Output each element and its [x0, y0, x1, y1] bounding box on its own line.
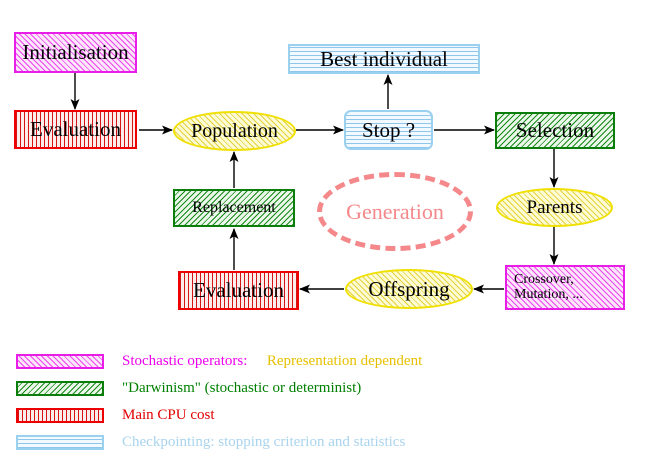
- node-crossover-mutation[interactable]: Crossover, Mutation, ...: [505, 265, 625, 310]
- node-generation: Generation: [317, 172, 473, 251]
- legend-row-darwinism: "Darwinism" (stochastic or determinist): [16, 377, 361, 399]
- legend-row-checkpointing: Checkpointing: stopping criterion and st…: [16, 431, 405, 453]
- legend-label-checkpointing: Checkpointing: stopping criterion and st…: [122, 433, 406, 450]
- legend-label-darwinism: "Darwinism" (stochastic or determinist): [122, 379, 362, 396]
- legend-swatch-green: [16, 380, 104, 396]
- node-initialisation-label: Initialisation: [22, 40, 129, 65]
- legend-label-stochastic: Stochastic operators:: [122, 352, 248, 369]
- node-stop-label: Stop ?: [361, 117, 416, 142]
- node-population-label: Population: [191, 119, 278, 142]
- node-best-individual[interactable]: Best individual: [288, 44, 480, 74]
- legend-swatch-magenta: [16, 353, 104, 369]
- node-evaluation-bottom-label: Evaluation: [193, 278, 284, 303]
- node-offspring-label: Offspring: [368, 276, 450, 301]
- legend-swatch-red: [16, 407, 104, 423]
- node-stop[interactable]: Stop ?: [344, 110, 433, 150]
- node-population[interactable]: Population: [173, 111, 296, 151]
- node-evaluation-top[interactable]: Evaluation: [14, 110, 137, 149]
- node-replacement[interactable]: Replacement: [173, 189, 295, 227]
- node-parents[interactable]: Parents: [496, 188, 613, 227]
- legend-row-cpu: Main CPU cost: [16, 404, 215, 426]
- node-best-individual-label: Best individual: [320, 46, 448, 71]
- node-replacement-label: Replacement: [192, 198, 276, 216]
- node-crossover-line2: Mutation, ...: [514, 286, 583, 302]
- node-offspring[interactable]: Offspring: [345, 269, 473, 309]
- node-evaluation-bottom[interactable]: Evaluation: [178, 271, 299, 310]
- node-initialisation[interactable]: Initialisation: [14, 32, 137, 73]
- node-crossover-line1: Crossover,: [514, 271, 574, 287]
- node-selection[interactable]: Selection: [495, 112, 615, 149]
- node-generation-label: Generation: [346, 198, 444, 224]
- legend: Stochastic operators: Representation dep…: [0, 340, 670, 465]
- node-parents-label: Parents: [526, 196, 583, 218]
- node-evaluation-top-label: Evaluation: [30, 117, 121, 142]
- legend-label-representation: Representation dependent: [266, 352, 423, 369]
- legend-label-cpu: Main CPU cost: [122, 406, 215, 423]
- legend-swatch-blue: [16, 434, 104, 450]
- node-selection-label: Selection: [515, 118, 595, 143]
- legend-row-stochastic: Stochastic operators: Representation dep…: [16, 350, 422, 372]
